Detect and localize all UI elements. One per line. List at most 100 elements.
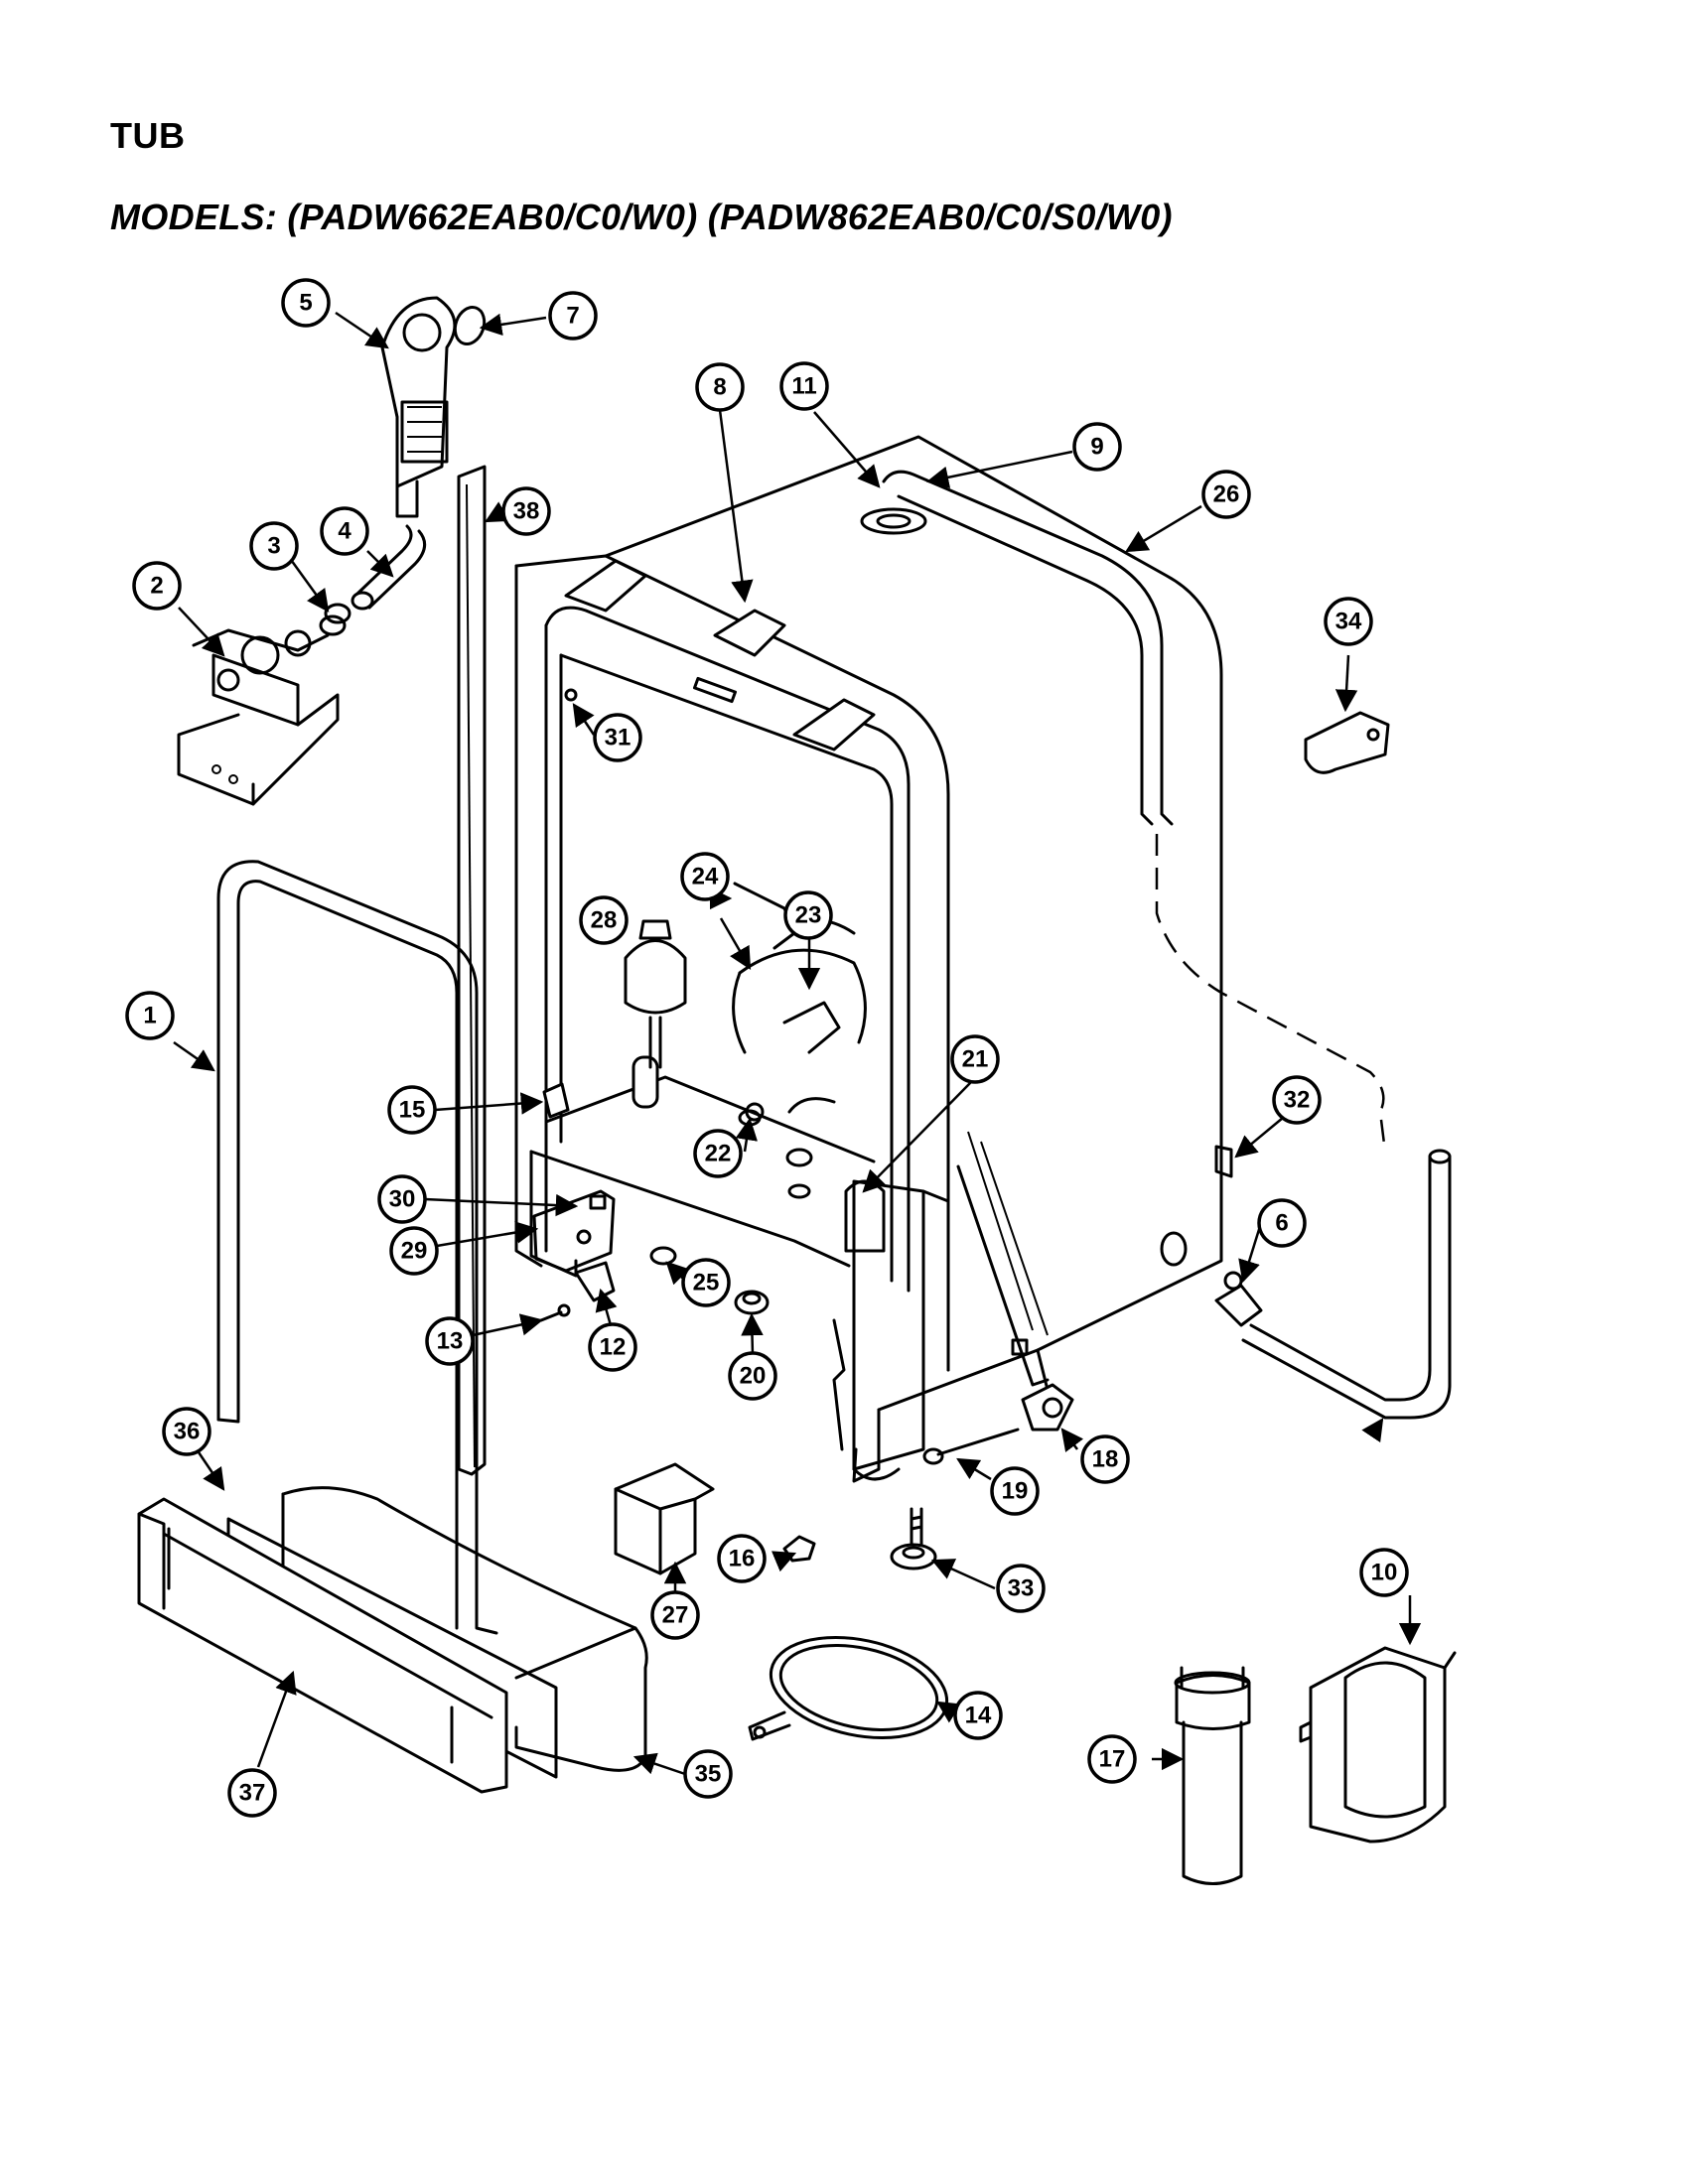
svg-text:28: 28 <box>591 907 618 934</box>
callout-35: 35 <box>683 1749 733 1799</box>
bolt-19 <box>922 1428 1020 1465</box>
latch-12 <box>574 1261 616 1302</box>
callout-9: 9 <box>1072 422 1122 472</box>
svg-text:31: 31 <box>605 725 632 751</box>
svg-text:21: 21 <box>962 1046 989 1073</box>
svg-text:14: 14 <box>965 1703 992 1729</box>
callout-13: 13 <box>425 1316 475 1366</box>
leader-lines <box>173 311 1422 1776</box>
callout-15: 15 <box>387 1085 437 1135</box>
callout-31: 31 <box>593 713 642 762</box>
filter-17 <box>1174 1666 1251 1885</box>
svg-text:36: 36 <box>174 1419 201 1445</box>
svg-text:25: 25 <box>693 1270 720 1297</box>
svg-text:34: 34 <box>1335 609 1362 635</box>
svg-text:12: 12 <box>600 1334 627 1361</box>
callout-23: 23 <box>783 890 833 940</box>
callout-38: 38 <box>501 486 551 536</box>
o-ring-7 <box>453 306 487 345</box>
door-seal-1 <box>216 860 498 1635</box>
heater-ring-14 <box>748 1635 949 1741</box>
kick-plate-37 <box>137 1497 508 1794</box>
callout-3: 3 <box>249 521 299 571</box>
svg-text:11: 11 <box>791 373 816 400</box>
svg-text:24: 24 <box>692 864 719 890</box>
box-27 <box>614 1462 715 1575</box>
svg-text:6: 6 <box>1275 1210 1288 1237</box>
svg-text:19: 19 <box>1002 1478 1029 1505</box>
tub-body <box>604 435 1223 1483</box>
callout-29: 29 <box>389 1226 439 1276</box>
sump-area <box>529 948 876 1278</box>
leg-bracket-18 <box>1021 1383 1074 1432</box>
callout-33: 33 <box>996 1564 1046 1613</box>
models-subtitle: MODELS: (PADW662EAB0/C0/W0) (PADW862EAB0… <box>110 197 1173 237</box>
callout-12: 12 <box>588 1322 637 1372</box>
svg-text:26: 26 <box>1213 481 1240 508</box>
guard-10 <box>1299 1646 1457 1843</box>
svg-text:3: 3 <box>267 533 280 560</box>
svg-text:37: 37 <box>239 1780 266 1807</box>
callout-37: 37 <box>227 1768 277 1818</box>
callout-10: 10 <box>1359 1548 1409 1597</box>
callout-16: 16 <box>717 1534 767 1583</box>
callout-2: 2 <box>132 561 182 611</box>
fill-hose-4 <box>351 524 427 611</box>
screw-13 <box>539 1303 571 1322</box>
svg-text:4: 4 <box>338 518 351 545</box>
svg-text:7: 7 <box>566 303 579 330</box>
callout-34: 34 <box>1324 597 1373 646</box>
inlet-valve-2 <box>177 614 347 806</box>
svg-text:16: 16 <box>729 1546 756 1572</box>
clip-32 <box>1214 1145 1233 1178</box>
svg-text:2: 2 <box>150 573 163 600</box>
page-title: TUB <box>110 115 186 156</box>
clamp-3 <box>324 603 351 624</box>
callout-27: 27 <box>650 1590 700 1640</box>
callout-32: 32 <box>1272 1075 1322 1125</box>
svg-text:20: 20 <box>740 1363 767 1390</box>
svg-text:30: 30 <box>389 1186 416 1213</box>
svg-text:9: 9 <box>1090 434 1103 461</box>
bracket-29-30 <box>532 1189 616 1273</box>
svg-text:35: 35 <box>695 1761 722 1788</box>
callout-6: 6 <box>1257 1198 1307 1248</box>
svg-text:22: 22 <box>705 1141 732 1167</box>
callout-1: 1 <box>125 991 175 1040</box>
svg-text:29: 29 <box>401 1238 428 1265</box>
tub-front-frame <box>514 554 950 1481</box>
hose-26 <box>882 470 1387 1153</box>
svg-text:5: 5 <box>299 290 312 317</box>
callout-7: 7 <box>548 291 598 341</box>
svg-text:38: 38 <box>513 498 540 525</box>
svg-text:13: 13 <box>437 1328 464 1355</box>
callout-36: 36 <box>162 1407 211 1456</box>
callout-20: 20 <box>728 1351 777 1401</box>
bracket-34 <box>1304 711 1390 774</box>
callout-17: 17 <box>1087 1734 1137 1784</box>
callout-24: 24 <box>680 852 730 901</box>
svg-text:17: 17 <box>1099 1746 1126 1773</box>
vent-5 <box>380 296 457 518</box>
callout-11: 11 <box>779 361 829 411</box>
grommet-25 <box>649 1246 677 1266</box>
callout-30: 30 <box>377 1174 427 1224</box>
svg-text:8: 8 <box>713 374 726 401</box>
callout-4: 4 <box>320 506 369 556</box>
nut-20 <box>734 1290 770 1315</box>
drain-hose-9 <box>1214 1149 1452 1420</box>
svg-text:32: 32 <box>1284 1087 1311 1114</box>
callout-21: 21 <box>950 1034 1000 1084</box>
callout-18: 18 <box>1080 1434 1130 1484</box>
svg-text:15: 15 <box>399 1097 426 1124</box>
float-28 <box>624 919 687 1069</box>
clip-15 <box>542 1082 570 1119</box>
callout-26: 26 <box>1201 470 1251 519</box>
svg-text:1: 1 <box>143 1003 156 1029</box>
callout-14: 14 <box>953 1691 1003 1740</box>
callout-5: 5 <box>281 278 331 328</box>
top-brackets <box>564 559 876 751</box>
svg-text:18: 18 <box>1092 1446 1119 1473</box>
svg-text:33: 33 <box>1008 1575 1035 1602</box>
